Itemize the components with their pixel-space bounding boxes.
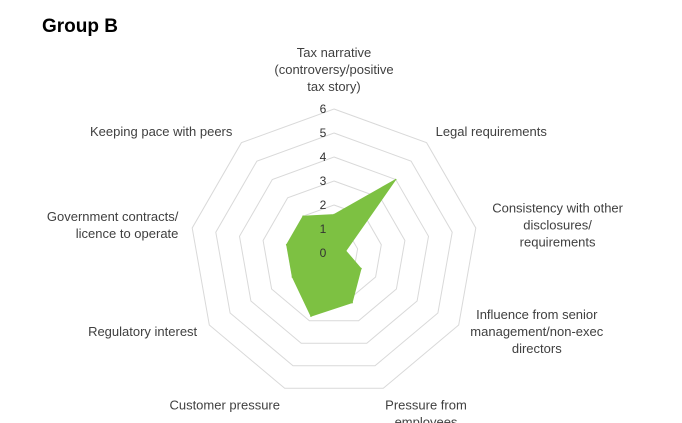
grid-ring-6 (191, 108, 477, 389)
category-label-3-line-0: Influence from senior (476, 307, 598, 322)
category-label-2-line-0: Consistency with other (492, 201, 623, 216)
data-point-4 (351, 301, 353, 304)
data-point-1 (394, 178, 397, 181)
category-label-0-line-1: (controversy/positive (274, 62, 393, 77)
category-label-3-line-1: management/non-exec (470, 324, 603, 339)
tick-label-4: 4 (320, 150, 327, 164)
category-label-4-line-0: Pressure from (385, 398, 467, 413)
category-label-0-line-0: Tax narrative (297, 45, 371, 60)
tick-label-0: 0 (320, 246, 327, 260)
category-label-0-line-2: tax story) (307, 79, 360, 94)
data-point-0 (333, 213, 335, 216)
data-point-2 (345, 250, 347, 252)
category-label-5-line-0: Customer pressure (169, 398, 280, 413)
data-point-8 (302, 215, 304, 217)
grid-ring-3 (262, 180, 406, 322)
data-point-5 (310, 315, 312, 317)
category-label-2-line-1: disclosures/ (523, 218, 592, 233)
category-label-7-line-1: licence to operate (76, 226, 179, 241)
tick-label-3: 3 (320, 174, 327, 188)
category-label-3-line-2: directors (512, 341, 562, 356)
tick-label-5: 5 (320, 126, 327, 140)
data-point-3 (360, 267, 362, 270)
data-point-7 (285, 243, 288, 246)
grid-ring-5 (215, 132, 453, 367)
chart-title: Group B (42, 16, 118, 37)
category-label-6-line-0: Regulatory interest (88, 324, 197, 339)
tick-label-1: 1 (320, 222, 327, 236)
category-label-7-line-0: Government contracts/ (47, 209, 179, 224)
tick-label-2: 2 (320, 198, 327, 212)
grid-ring-4 (238, 156, 430, 344)
category-label-2-line-2: requirements (520, 235, 596, 250)
category-label-4-line-1: employees (395, 415, 458, 423)
data-area-series-0 (286, 179, 397, 317)
data-point-6 (291, 276, 294, 278)
category-label-8-line-0: Keeping pace with peers (90, 124, 233, 139)
category-label-1-line-0: Legal requirements (436, 124, 548, 139)
tick-label-6: 6 (320, 102, 327, 116)
